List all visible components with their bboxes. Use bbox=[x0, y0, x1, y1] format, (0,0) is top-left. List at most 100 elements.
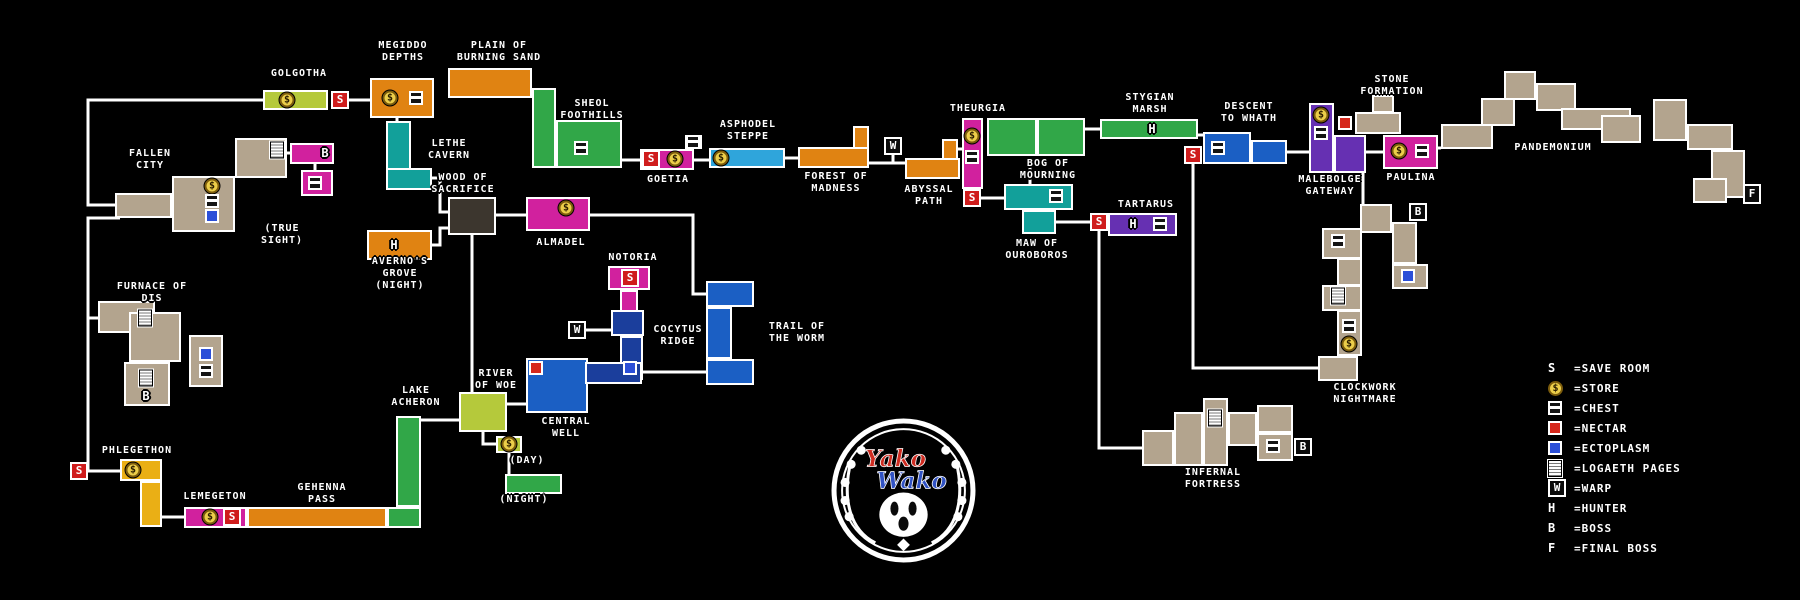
room-pandemonium bbox=[1504, 71, 1536, 100]
store-icon: $ bbox=[1391, 143, 1407, 159]
legend-row-final-boss: F=FINAL BOSS bbox=[1548, 538, 1681, 558]
label-plain-of-burning-sand: PLAIN OF BURNING SAND bbox=[456, 40, 542, 63]
label-golgotha: GOLGOTHA bbox=[270, 68, 328, 79]
room-trail-of-the-worm bbox=[706, 281, 754, 307]
legend-label: =HUNTER bbox=[1574, 501, 1628, 515]
chest-icon bbox=[965, 150, 979, 164]
legend-label: =STORE bbox=[1574, 381, 1620, 395]
legend-symbol: F bbox=[1548, 542, 1568, 554]
room-infernal-fortress bbox=[1174, 412, 1203, 466]
chest-icon bbox=[686, 135, 700, 149]
label-descent-to-whath: DESCENT TO WHATH bbox=[1220, 101, 1278, 124]
store-icon: $ bbox=[667, 151, 683, 167]
room-clockwork-nightmare bbox=[1392, 264, 1428, 289]
label-lake-acheron: LAKE ACHERON bbox=[391, 385, 441, 408]
ectoplasm-icon bbox=[1401, 269, 1415, 283]
logaeth-pages-icon bbox=[270, 141, 284, 159]
chest-icon bbox=[1211, 141, 1225, 155]
legend-symbol bbox=[1548, 421, 1568, 435]
room-pandemonium bbox=[1601, 115, 1641, 143]
room-infernal-fortress bbox=[1142, 430, 1174, 466]
legend-symbol: H bbox=[1548, 502, 1568, 514]
room-stone-formation bbox=[1372, 95, 1394, 113]
chest-icon bbox=[409, 91, 423, 105]
store-icon: $ bbox=[125, 462, 141, 478]
room-pandemonium bbox=[1693, 178, 1727, 203]
logo-text-yako: Yako bbox=[865, 445, 926, 472]
ectoplasm-icon bbox=[623, 361, 637, 375]
label-clockwork-nightmare: CLOCKWORK NIGHTMARE bbox=[1333, 382, 1397, 405]
label-megiddo-depths: MEGIDDO DEPTHS bbox=[378, 40, 428, 63]
legend-row-nectar: =NECTAR bbox=[1548, 418, 1681, 438]
boss-icon: B bbox=[321, 146, 329, 160]
nectar-icon bbox=[529, 361, 543, 375]
legend-symbol bbox=[1548, 441, 1568, 455]
logaeth-pages-icon bbox=[139, 369, 153, 387]
store-icon: $ bbox=[1313, 107, 1329, 123]
chest-icon bbox=[1266, 439, 1280, 453]
store-icon: $ bbox=[382, 90, 398, 106]
room-lethe-cavern bbox=[386, 168, 432, 190]
legend-row-chest: =CHEST bbox=[1548, 398, 1681, 418]
label-tartarus: TARTARUS bbox=[1117, 199, 1175, 210]
room-clockwork-nightmare bbox=[1318, 356, 1358, 381]
room-clockwork-nightmare bbox=[1337, 258, 1362, 286]
label-notoria: NOTORIA bbox=[608, 252, 658, 263]
label-furnace-of-dis: FURNACE OF DIS bbox=[116, 281, 188, 304]
chest-icon bbox=[199, 364, 213, 378]
nectar-icon bbox=[1548, 421, 1562, 435]
legend-row-warp: W=WARP bbox=[1548, 478, 1681, 498]
store-icon: $ bbox=[501, 436, 517, 452]
save-room-symbol: S bbox=[1548, 361, 1556, 375]
mask-right-eye bbox=[908, 501, 917, 516]
yakowako-logo: Yako Wako bbox=[831, 418, 976, 567]
room-trail-of-the-worm bbox=[706, 307, 732, 359]
room-phlegethon bbox=[140, 481, 162, 527]
legend-symbol: W bbox=[1548, 479, 1568, 497]
warp-icon: W bbox=[568, 321, 586, 339]
room-wood-of-sacrifice bbox=[448, 197, 496, 235]
label-pandemonium: PANDEMONIUM bbox=[1514, 142, 1592, 153]
legend-symbol: $ bbox=[1548, 380, 1568, 396]
chest-icon bbox=[1049, 189, 1063, 203]
label-malebolge-gateway: MALEBOLGE GATEWAY bbox=[1298, 174, 1362, 197]
room-maw-of-ouroboros bbox=[1022, 210, 1056, 234]
legend-symbol: S bbox=[1548, 362, 1568, 374]
room-river-of-woe bbox=[459, 392, 507, 432]
corridor-line bbox=[481, 432, 496, 446]
label-goetia: GOETIA bbox=[646, 174, 690, 185]
label-stone-formation: STONE FORMATION bbox=[1360, 74, 1424, 97]
room-true-sight bbox=[290, 143, 334, 164]
ectoplasm-icon bbox=[205, 209, 219, 223]
final-boss-symbol: F bbox=[1548, 541, 1556, 555]
ectoplasm-icon bbox=[1548, 441, 1562, 455]
save-room-icon: S bbox=[1184, 146, 1202, 164]
corridor-line bbox=[1191, 164, 1318, 370]
room-pandemonium bbox=[1481, 98, 1515, 126]
label-wood-of-sacrifice: WOOD OF SACRIFICE bbox=[431, 172, 495, 195]
shyguy-mask bbox=[879, 492, 928, 537]
room-bog-of-mourning bbox=[987, 118, 1037, 156]
label-bog-of-mourning: BOG OF MOURNING bbox=[1019, 158, 1077, 181]
chest-icon bbox=[205, 194, 219, 208]
legend: S=SAVE ROOM$=STORE=CHEST=NECTAR=ECTOPLAS… bbox=[1548, 358, 1681, 558]
logaeth-pages-icon bbox=[1208, 409, 1222, 427]
legend-label: =BOSS bbox=[1574, 521, 1613, 535]
hunter-icon: H bbox=[390, 238, 398, 252]
save-room-icon: S bbox=[1090, 213, 1108, 231]
label-river-day: (DAY) bbox=[509, 455, 545, 466]
room-megiddo-depths bbox=[370, 78, 434, 118]
label-phlegethon: PHLEGETHON bbox=[101, 445, 173, 456]
logo-text-wako: Wako bbox=[876, 467, 946, 494]
label-trail-of-the-worm: TRAIL OF THE WORM bbox=[768, 321, 826, 344]
chest-icon bbox=[1314, 126, 1328, 140]
label-avernos-grove: AVERNO'S GROVE (NIGHT) bbox=[371, 256, 429, 291]
logaeth-pages-icon bbox=[1548, 459, 1562, 477]
label-sheol-foothills: SHEOL FOOTHILLS bbox=[560, 98, 624, 121]
logaeth-pages-icon bbox=[1331, 287, 1345, 305]
label-river-of-woe: RIVER OF WOE bbox=[474, 368, 518, 391]
room-pandemonium bbox=[1536, 83, 1576, 111]
chest-icon bbox=[1342, 319, 1356, 333]
room-asphodel-steppe bbox=[709, 148, 785, 168]
